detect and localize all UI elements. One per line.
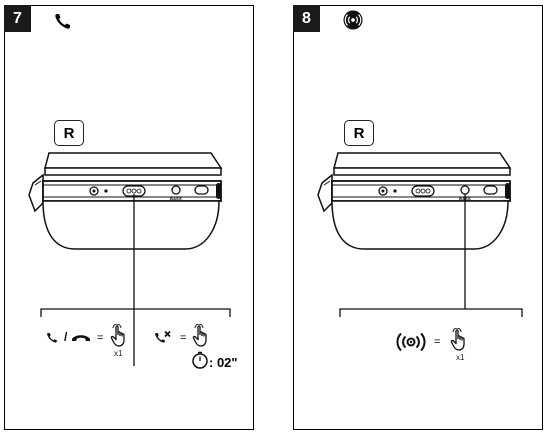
callout-lines	[40, 194, 231, 366]
headphone-earcup-right: BASS	[5, 151, 255, 261]
headphone-earcup-right: BASS	[294, 151, 544, 261]
press-hold-icon	[192, 324, 207, 347]
ambient-mode-icon	[343, 10, 363, 30]
equals-sign: =	[434, 336, 441, 348]
right-side-indicator: R	[344, 120, 374, 146]
tap-count: x1	[456, 353, 465, 362]
step-number-badge: 8	[293, 5, 320, 32]
callout-lines	[339, 194, 523, 317]
step-7-panel: 7 R BASS	[4, 5, 254, 430]
step-8-panel: 8 R BASS	[293, 5, 543, 430]
step-number-badge: 7	[4, 5, 31, 32]
reject-call-icon	[155, 330, 171, 343]
timer-icon	[192, 351, 208, 369]
right-side-indicator: R	[54, 120, 84, 146]
bass-button-label: BASS	[170, 196, 182, 201]
single-tap-icon	[450, 328, 465, 351]
answer-call-icon	[47, 333, 57, 343]
hold-duration: : 02"	[209, 355, 238, 370]
phone-icon	[55, 14, 70, 29]
call-separator: /	[64, 330, 68, 344]
ambient-mode-icon	[396, 332, 426, 352]
equals-sign: =	[180, 332, 187, 344]
equals-sign: =	[97, 332, 104, 344]
end-call-icon	[72, 335, 90, 341]
tap-count: x1	[114, 349, 123, 358]
single-tap-icon	[110, 324, 125, 347]
